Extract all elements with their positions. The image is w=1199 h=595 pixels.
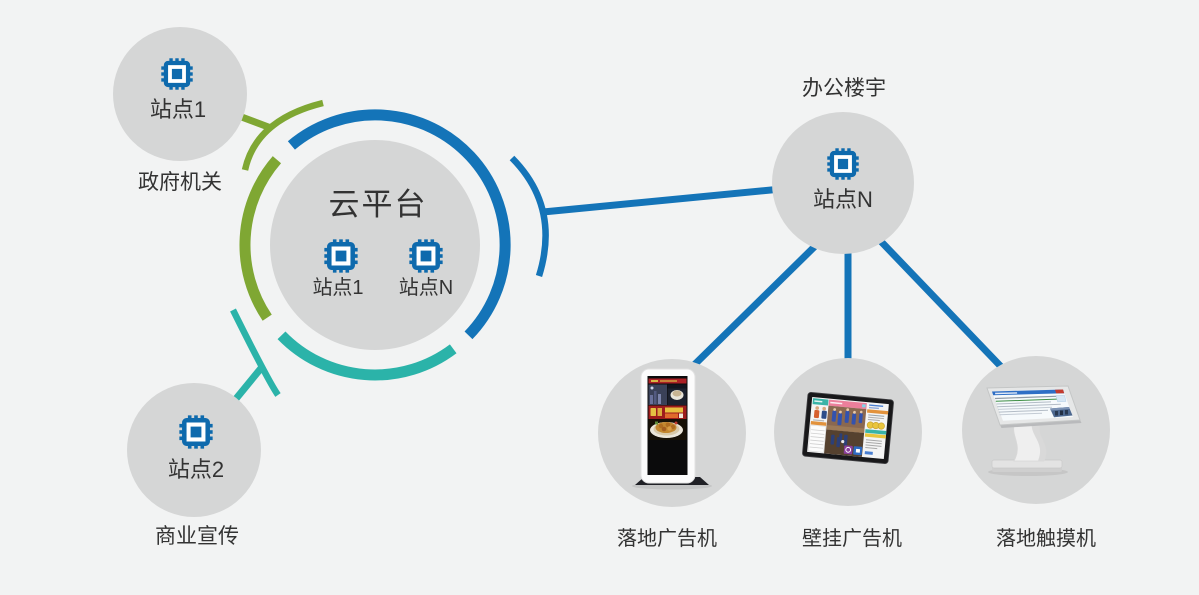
arc-thick-blue (287, 109, 511, 340)
floor-ad-kiosk-image (632, 368, 712, 490)
arc-thin-blue (509, 155, 549, 277)
chip-icon (179, 415, 212, 448)
caption-siteN: 办公楼宇 (802, 77, 886, 100)
arc-thick-teal (277, 331, 457, 381)
chip-icon (409, 239, 442, 272)
satellite-label-site1: 站点1 (149, 97, 207, 122)
device-label-3: 落地触摸机 (996, 528, 1096, 550)
floor-touch-kiosk-image (986, 385, 1082, 476)
device-label-2: 壁挂广告机 (802, 528, 902, 550)
node-circle-siteN (772, 112, 914, 254)
arc-thick-green (239, 156, 282, 321)
arc-thin-green (241, 99, 324, 171)
node-circle-site1 (113, 27, 247, 161)
cloud-title: 云平台 (328, 187, 428, 222)
satellite-label-siteN: 站点N (813, 187, 873, 212)
cloud-node-label-1: 站点1 (312, 277, 364, 299)
chip-icon (161, 58, 192, 89)
terminal-arcs (230, 99, 549, 397)
cloud-circle (270, 140, 480, 350)
arc-thin-teal (230, 308, 281, 397)
caption-site2: 商业宣传 (155, 525, 239, 548)
cloud-ring-arcs (239, 109, 511, 381)
cloud-node-label-n: 站点N (398, 277, 454, 299)
chip-icon (827, 148, 858, 179)
device-label-1: 落地广告机 (617, 528, 717, 550)
wall-ad-display-image (802, 392, 894, 464)
satellite-label-site2: 站点2 (167, 457, 225, 482)
node-circle-site2 (127, 383, 261, 517)
connector-siteN-device3 (867, 227, 1013, 379)
chip-icon (324, 239, 357, 272)
caption-site1: 政府机关 (138, 171, 222, 194)
